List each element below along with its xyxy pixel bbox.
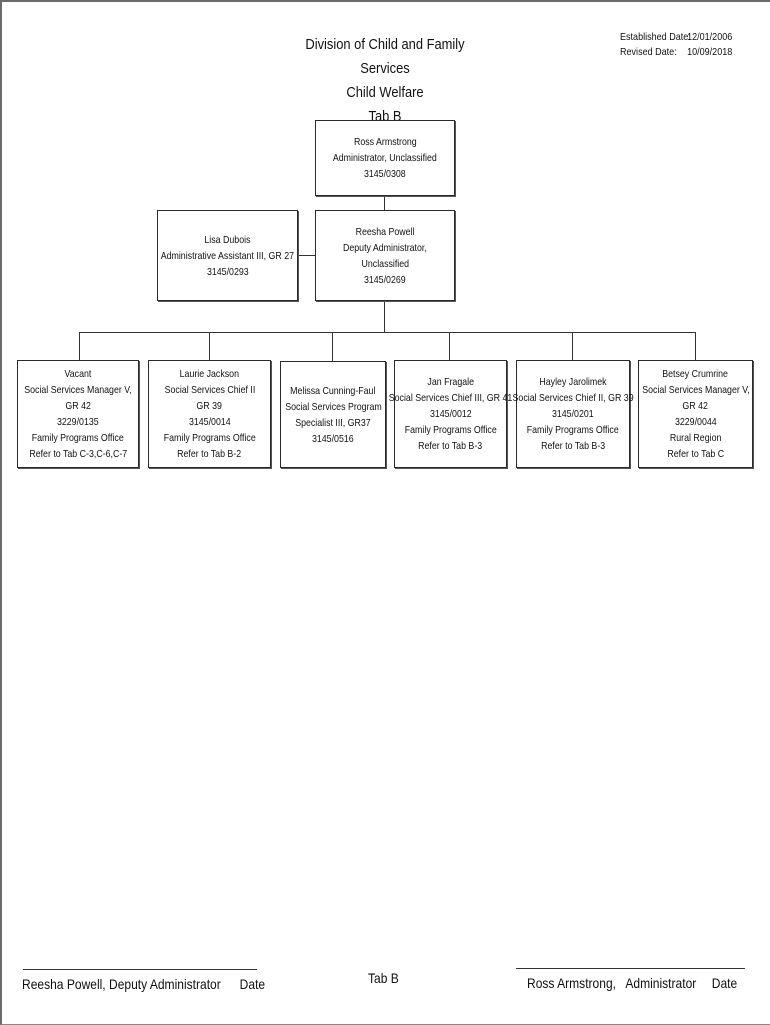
connector-report-5 xyxy=(572,332,573,361)
revised-date-label: Revised Date: xyxy=(620,46,677,58)
position-number: 3229/0135 xyxy=(57,416,99,428)
position-title: Administrative Assistant III, GR 27 xyxy=(160,249,295,262)
org-box-administrator: Ross Armstrong Administrator, Unclassifi… xyxy=(315,120,455,196)
title-line-division: Division of Child and Family Services xyxy=(305,36,465,77)
position-title: Deputy Administrator, xyxy=(343,241,427,254)
established-date-label: Established Date: xyxy=(620,31,691,43)
position-title-cont: Specialist III, GR37 xyxy=(295,416,371,429)
title-line-section: Child Welfare xyxy=(346,84,424,101)
connector-assistant-deputy xyxy=(297,255,315,256)
connector-report-3 xyxy=(332,332,333,361)
connector-report-6 xyxy=(695,332,696,361)
position-title: Social Services Manager V, xyxy=(641,384,750,396)
person-name: Lisa Dubois xyxy=(204,233,251,246)
org-box-report-hayley-jarolimek: Hayley Jarolimek Social Services Chief I… xyxy=(512,360,634,468)
person-name: Melissa Cunning-Faul xyxy=(290,384,376,397)
connector-admin-deputy xyxy=(384,195,385,211)
org-box-report-laurie-jackson: Laurie Jackson Social Services Chief II … xyxy=(148,360,271,468)
person-name: Vacant xyxy=(64,368,92,380)
signature-line-left xyxy=(23,969,257,970)
position-number: 3145/0014 xyxy=(188,416,231,428)
connector-report-1 xyxy=(79,332,80,361)
position-title: Social Services Chief II, GR 39 xyxy=(512,392,634,404)
connector-report-4 xyxy=(449,332,450,361)
signature-left: Reesha Powell, Deputy Administrator Date xyxy=(22,976,265,992)
position-number: 3145/0293 xyxy=(206,265,249,278)
position-number: 3229/0044 xyxy=(674,416,717,428)
office: Rural Region xyxy=(669,432,722,444)
grade: GR 39 xyxy=(196,400,223,412)
tab-reference: Refer to Tab B-2 xyxy=(177,448,242,460)
document-dates: Established Date:12/01/2006 Revised Date… xyxy=(620,30,732,60)
position-title-cont: Unclassified xyxy=(361,257,409,270)
tab-reference: Refer to Tab C-3,C-6,C-7 xyxy=(29,448,127,460)
person-name: Hayley Jarolimek xyxy=(539,376,607,388)
office: Family Programs Office xyxy=(163,432,256,444)
grade: GR 42 xyxy=(65,400,91,412)
office: Family Programs Office xyxy=(32,432,124,444)
signature-left-name: Reesha Powell, Deputy Administrator xyxy=(22,976,221,992)
person-name: Jan Fragale xyxy=(427,376,474,388)
tab-reference: Refer to Tab B-3 xyxy=(540,440,606,452)
signature-right-date: Date xyxy=(711,975,738,991)
org-box-deputy: Reesha Powell Deputy Administrator, Uncl… xyxy=(315,210,455,301)
position-number: 3145/0269 xyxy=(364,273,406,286)
tab-reference: Refer to Tab C xyxy=(667,448,724,460)
grade: GR 42 xyxy=(682,400,709,412)
person-name: Ross Armstrong xyxy=(353,136,417,148)
position-number: 3145/0516 xyxy=(312,432,354,445)
position-title: Administrator, Unclassified xyxy=(333,152,437,164)
position-number: 3145/0201 xyxy=(552,408,594,420)
signature-line-right xyxy=(516,968,745,969)
document-title: Division of Child and Family Services Ch… xyxy=(286,33,484,129)
connector-horizontal-bus xyxy=(79,332,696,333)
position-title: Social Services Chief II xyxy=(164,384,255,396)
tab-reference: Refer to Tab B-3 xyxy=(418,440,483,452)
org-box-assistant: Lisa Dubois Administrative Assistant III… xyxy=(157,210,298,301)
office: Family Programs Office xyxy=(527,424,619,436)
org-box-report-vacant: Vacant Social Services Manager V, GR 42 … xyxy=(17,360,139,468)
connector-report-2 xyxy=(209,332,210,361)
person-name: Laurie Jackson xyxy=(179,368,240,380)
signature-right: Ross Armstrong, Administrator Date xyxy=(527,975,737,991)
position-title: Social Services Program xyxy=(284,400,382,413)
position-number: 3145/0012 xyxy=(429,408,472,420)
position-number: 3145/0308 xyxy=(364,168,406,180)
footer-tab-label: Tab B xyxy=(368,970,399,986)
position-title: Social Services Manager V, xyxy=(24,384,132,396)
signature-left-date: Date xyxy=(239,976,266,992)
org-box-report-betsey-crumrine: Betsey Crumrine Social Services Manager … xyxy=(638,360,753,468)
person-name: Betsey Crumrine xyxy=(662,368,729,380)
connector-deputy-down xyxy=(384,300,385,332)
signature-right-name: Ross Armstrong, Administrator xyxy=(527,975,697,991)
revised-date-value: 10/09/2018 xyxy=(687,46,733,58)
position-title: Social Services Chief III, GR 41 xyxy=(388,392,513,404)
org-box-report-melissa-cunning-faul: Melissa Cunning-Faul Social Services Pro… xyxy=(280,361,386,468)
person-name: Reesha Powell xyxy=(355,225,415,238)
established-date-value: 12/01/2006 xyxy=(687,31,733,43)
org-box-report-jan-fragale: Jan Fragale Social Services Chief III, G… xyxy=(389,360,512,468)
office: Family Programs Office xyxy=(404,424,497,436)
